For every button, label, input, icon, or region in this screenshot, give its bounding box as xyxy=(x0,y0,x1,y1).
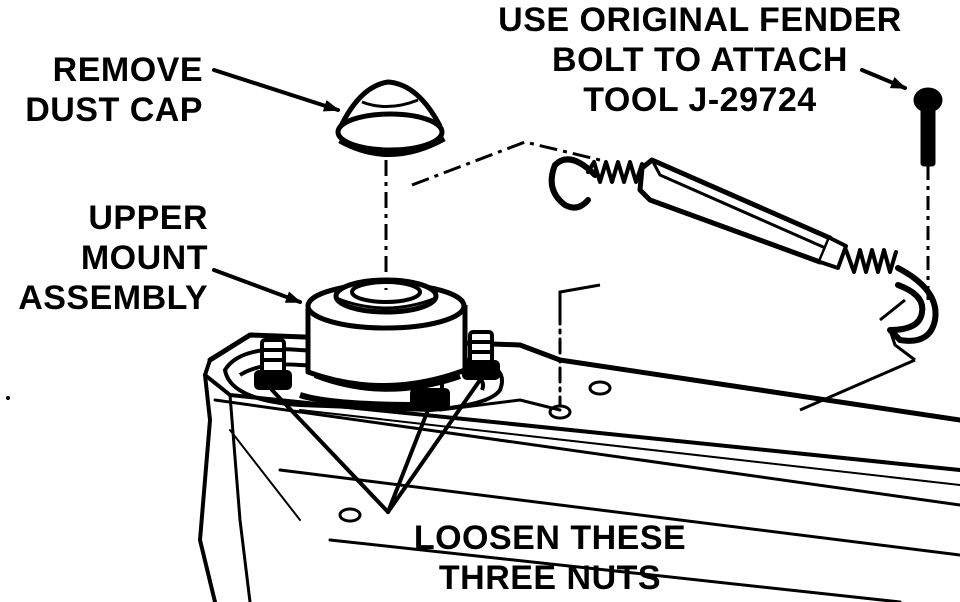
stud-nut-right xyxy=(462,330,500,380)
label-upper-mount-line1: UPPER xyxy=(88,199,208,237)
label-loosen-nuts: LOOSEN THESE THREE NUTS xyxy=(390,518,710,598)
tool-j-29724 xyxy=(548,156,939,344)
label-fender-bolt-line3: TOOL J-29724 xyxy=(583,81,817,119)
stud-nut-left xyxy=(254,338,292,390)
label-nuts-line2: THREE NUTS xyxy=(438,559,662,597)
label-fender-bolt: USE ORIGINAL FENDER BOLT TO ATTACH TOOL … xyxy=(470,0,930,120)
label-remove-dust-cap: REMOVE DUST CAP xyxy=(8,50,203,130)
label-dust-cap-line1: REMOVE xyxy=(52,51,203,89)
label-dust-cap-line2: DUST CAP xyxy=(25,91,203,129)
dust-cap xyxy=(335,79,446,157)
label-upper-mount-line2: MOUNT xyxy=(80,239,208,277)
label-fender-bolt-line1: USE ORIGINAL FENDER xyxy=(498,1,902,39)
fender-panel xyxy=(198,308,960,602)
leader-lines xyxy=(212,68,907,304)
label-fender-bolt-line2: BOLT TO ATTACH xyxy=(552,41,848,79)
nut-leader-lines xyxy=(270,378,482,514)
label-upper-mount-assembly: UPPER MOUNT ASSEMBLY xyxy=(8,198,208,318)
tool-plate-outline xyxy=(411,140,916,412)
fender-bolt xyxy=(913,87,943,300)
upper-mount-body xyxy=(305,277,468,392)
label-nuts-line1: LOOSEN THESE xyxy=(413,519,687,557)
label-upper-mount-line3: ASSEMBLY xyxy=(18,279,208,317)
